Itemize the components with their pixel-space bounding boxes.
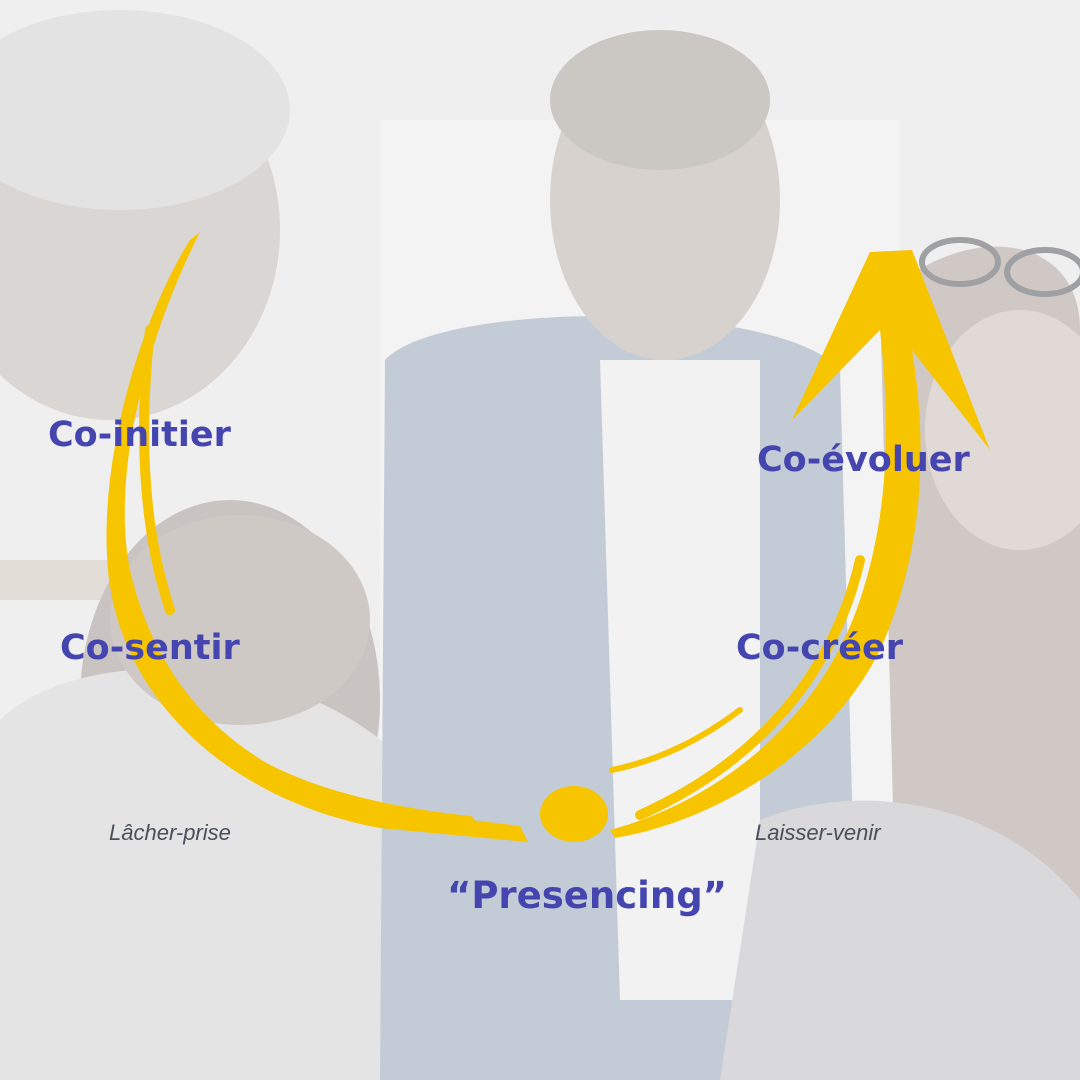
presencing-dot bbox=[540, 786, 608, 842]
label-co-initier: Co-initier bbox=[48, 415, 231, 455]
right-brush-stroke bbox=[610, 250, 990, 838]
label-co-sentir: Co-sentir bbox=[60, 628, 240, 668]
label-presencing: “Presencing” bbox=[447, 874, 727, 917]
sublabel-laisser-venir: Laisser-venir bbox=[755, 820, 881, 845]
sublabel-lacher-prise: Lâcher-prise bbox=[109, 820, 231, 845]
label-co-creer: Co-créer bbox=[736, 628, 904, 668]
left-brush-stroke bbox=[106, 232, 528, 842]
label-co-evoluer: Co-évoluer bbox=[757, 440, 970, 480]
